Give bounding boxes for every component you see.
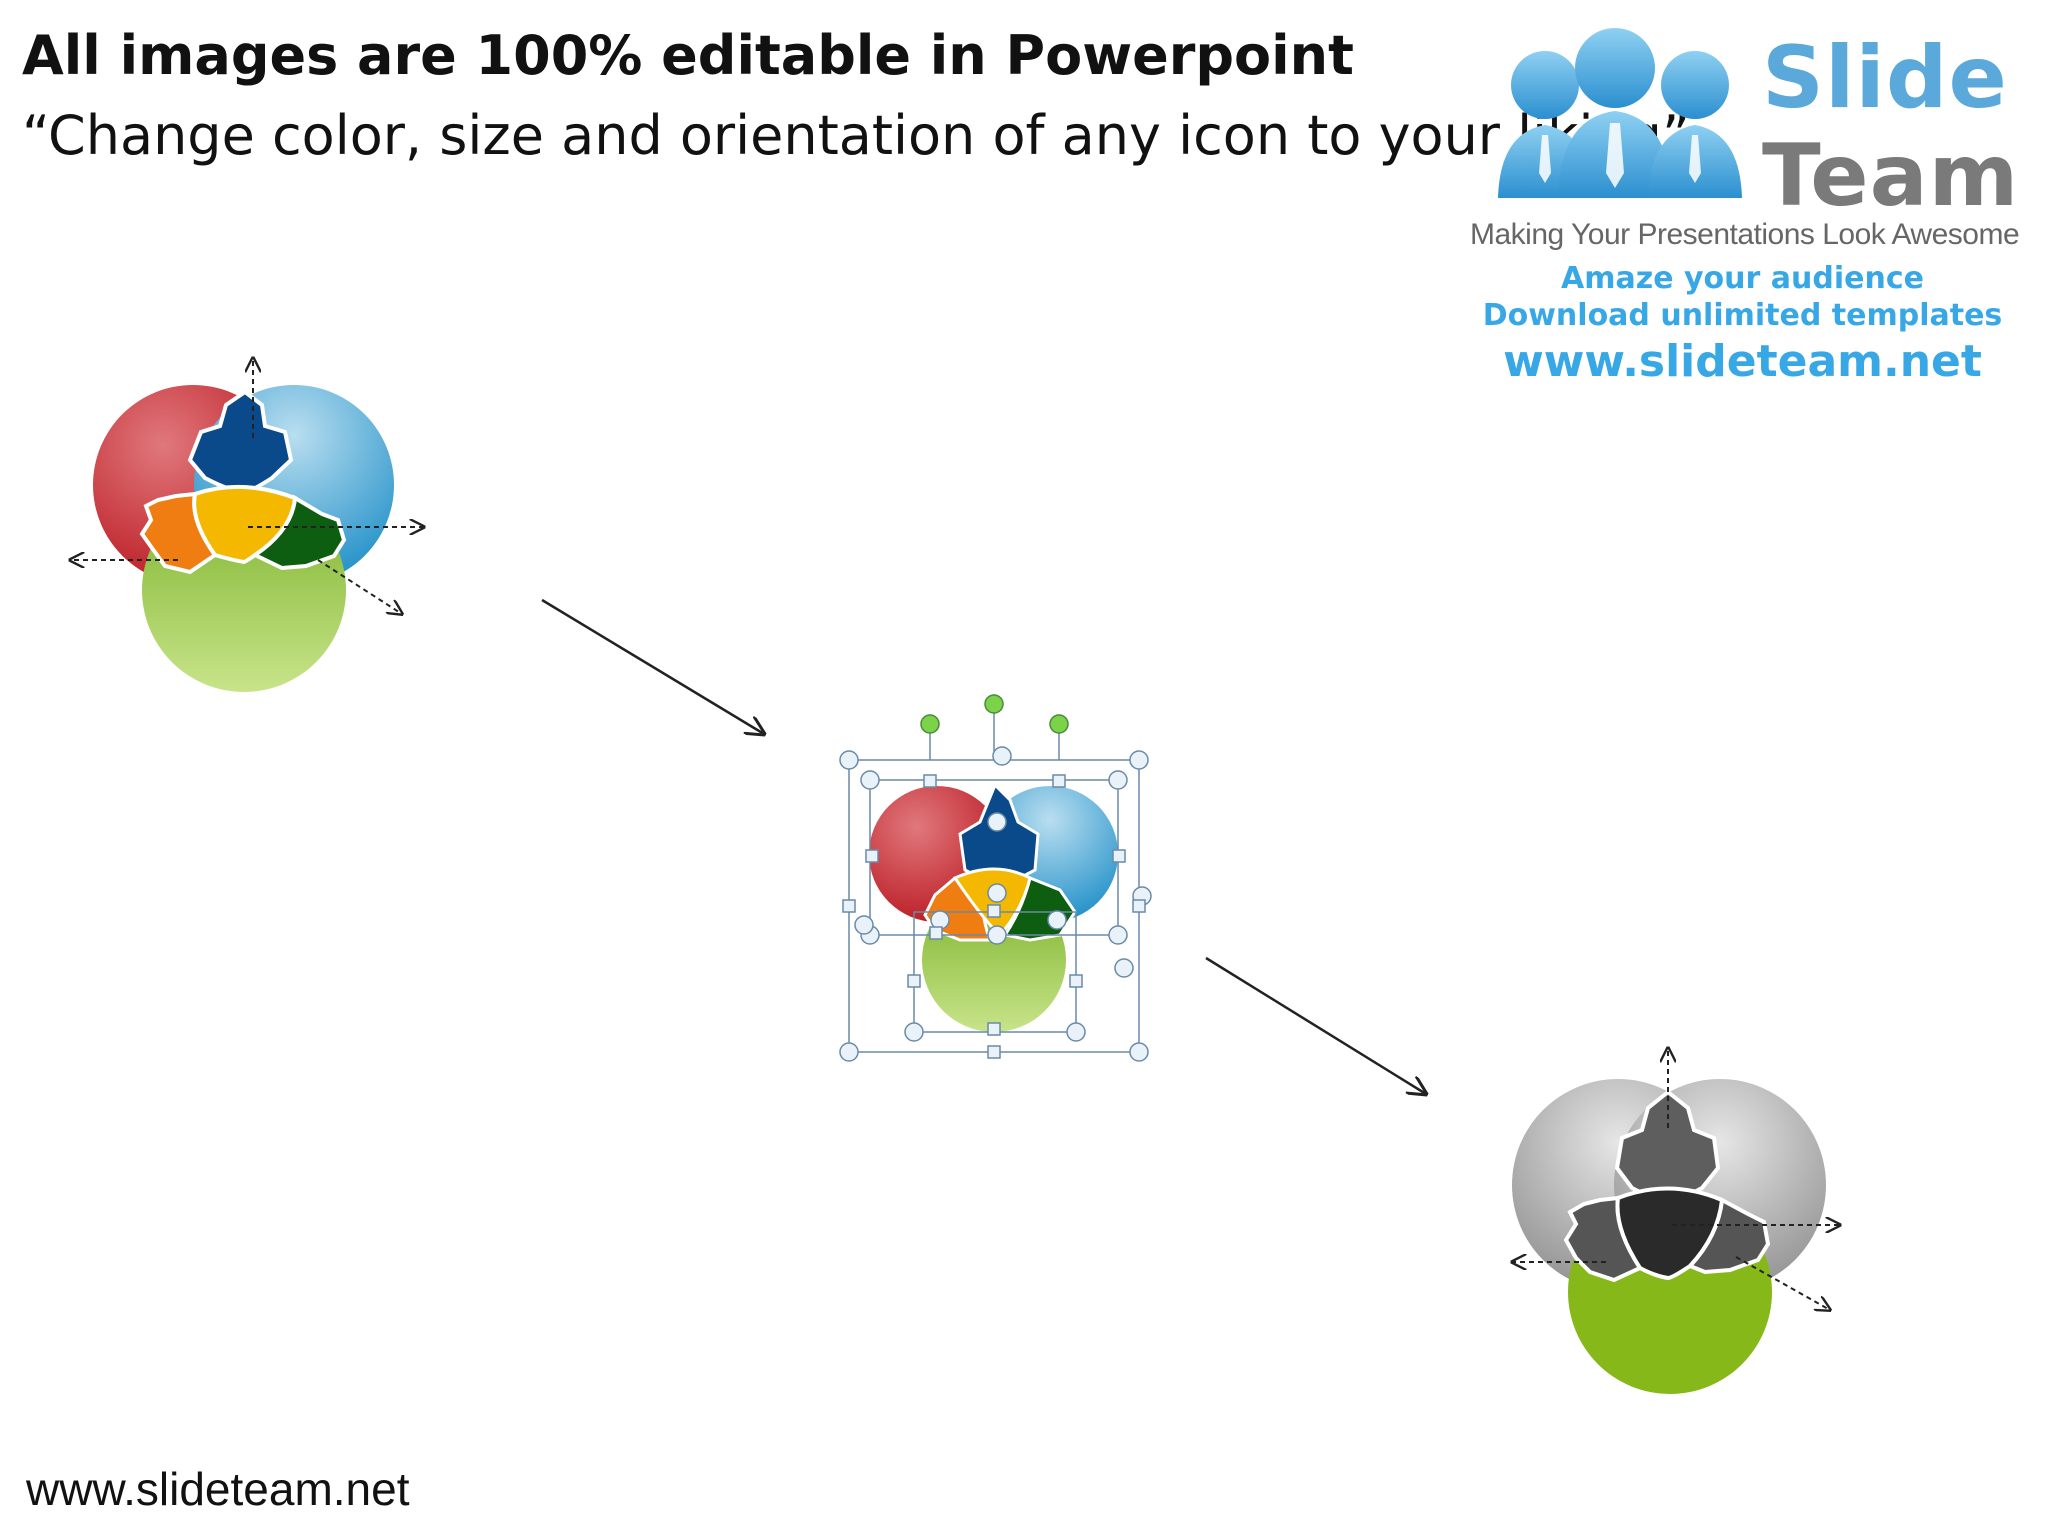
slide-subtitle: “Change color, size and orientation of a… bbox=[22, 104, 1690, 167]
flow-arrow-1 bbox=[541, 598, 764, 734]
direction-arrows-1 bbox=[70, 358, 424, 614]
rotation-handles bbox=[920, 694, 1069, 734]
flow-arrow-2 bbox=[1205, 956, 1426, 1094]
footer-url-link[interactable]: www.slideteam.net bbox=[26, 1463, 410, 1515]
logo-brand-team: Team bbox=[1762, 126, 2020, 226]
venn-puzzle-colored[interactable] bbox=[70, 358, 424, 692]
logo-line-download: Download unlimited templates bbox=[1482, 298, 2003, 333]
logo-url-link[interactable]: www.slideteam.net bbox=[1503, 336, 1982, 387]
logo-brand-slide: Slide bbox=[1762, 28, 2008, 128]
logo-line-amaze: Amaze your audience bbox=[1561, 261, 1924, 296]
resize-handles bbox=[839, 746, 1152, 1062]
yellow-center-piece bbox=[192, 484, 298, 565]
slide-title: All images are 100% editable in Powerpoi… bbox=[22, 24, 1354, 87]
venn-puzzle-selected[interactable] bbox=[839, 694, 1152, 1062]
people-logo-icon bbox=[1498, 28, 1742, 198]
slideteam-logo: Slide Team Making Your Presentations Loo… bbox=[1470, 18, 2030, 387]
direction-arrows-3 bbox=[1512, 1048, 1840, 1310]
venn-puzzle-grayscale[interactable] bbox=[1512, 1048, 1840, 1394]
logo-tagline: Making Your Presentations Look Awesome bbox=[1470, 218, 2020, 251]
